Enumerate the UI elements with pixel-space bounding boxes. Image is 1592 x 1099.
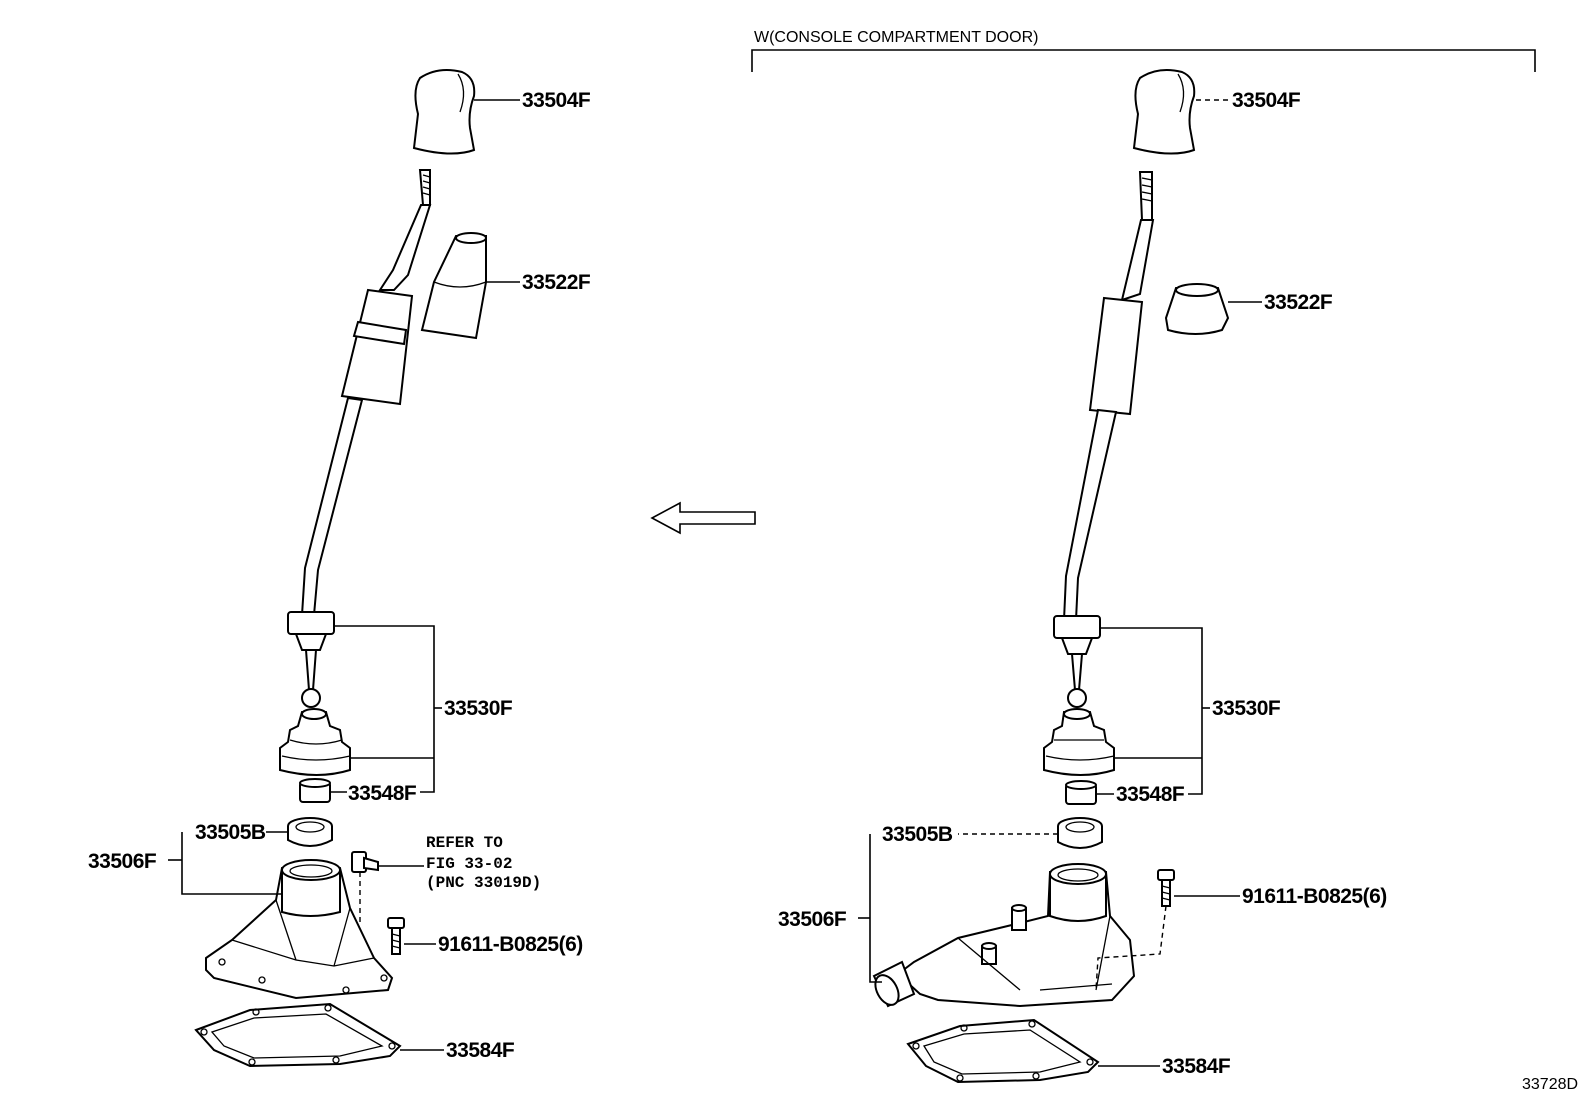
right-lever-assy-label: 33530F <box>1212 697 1281 720</box>
right-retainer-part <box>1057 817 1103 849</box>
right-seat-part <box>1065 780 1097 805</box>
variant-label: W(CONSOLE COMPARTMENT DOOR) <box>754 29 1038 46</box>
right-housing-label: 33506F <box>778 908 847 931</box>
left-note-line3: (PNC 33019D) <box>426 874 541 892</box>
left-knob-part <box>412 69 476 155</box>
left-boot-part <box>420 232 487 340</box>
variant-bracket: W(CONSOLE COMPARTMENT DOOR) <box>751 29 1536 72</box>
left-rubber-boot-part <box>279 708 351 776</box>
left-housing-label: 33506F <box>88 850 157 873</box>
right-lever-lower-part <box>1053 615 1101 708</box>
left-lever-lower-part <box>287 611 335 708</box>
right-boot-part <box>1164 283 1230 335</box>
left-seat-label: 33548F <box>348 782 417 805</box>
right-assembly: 33504F 33522F <box>778 69 1387 1084</box>
left-note-line1: REFER TO <box>426 834 503 852</box>
left-bolt-label: 91611-B0825(6) <box>438 933 583 956</box>
right-rubber-boot-part <box>1043 708 1115 776</box>
left-shift-lever-part <box>300 169 432 616</box>
left-breather-part <box>351 851 379 873</box>
left-seat-part <box>299 778 331 803</box>
left-boot-label: 33522F <box>522 271 591 294</box>
right-gasket-label: 33584F <box>1162 1055 1231 1078</box>
left-knob-label: 33504F <box>522 89 591 112</box>
left-arrow-icon <box>650 501 756 535</box>
right-boot-label: 33522F <box>1264 291 1333 314</box>
right-knob-part <box>1132 69 1196 155</box>
figure-id: 33728D <box>1522 1076 1578 1093</box>
right-gasket-part <box>906 1018 1100 1084</box>
right-bolt-part <box>1157 869 1175 907</box>
right-knob-label: 33504F <box>1232 89 1301 112</box>
right-bolt-label: 91611-B0825(6) <box>1242 885 1387 908</box>
right-housing-part <box>872 863 1136 1008</box>
left-gasket-label: 33584F <box>446 1039 515 1062</box>
right-retainer-label: 33505B <box>882 823 953 846</box>
left-retainer-label: 33505B <box>195 821 266 844</box>
left-housing-part <box>205 859 394 1000</box>
left-gasket-part <box>194 1002 402 1068</box>
left-bolt-part <box>387 917 405 955</box>
left-retainer-part <box>287 817 333 847</box>
right-seat-label: 33548F <box>1116 783 1185 806</box>
left-lever-assy-label: 33530F <box>444 697 513 720</box>
left-note-line2: FIG 33-02 <box>426 855 512 873</box>
right-shift-lever-part <box>1062 171 1155 621</box>
left-assembly: 33504F 33522F <box>88 69 591 1068</box>
